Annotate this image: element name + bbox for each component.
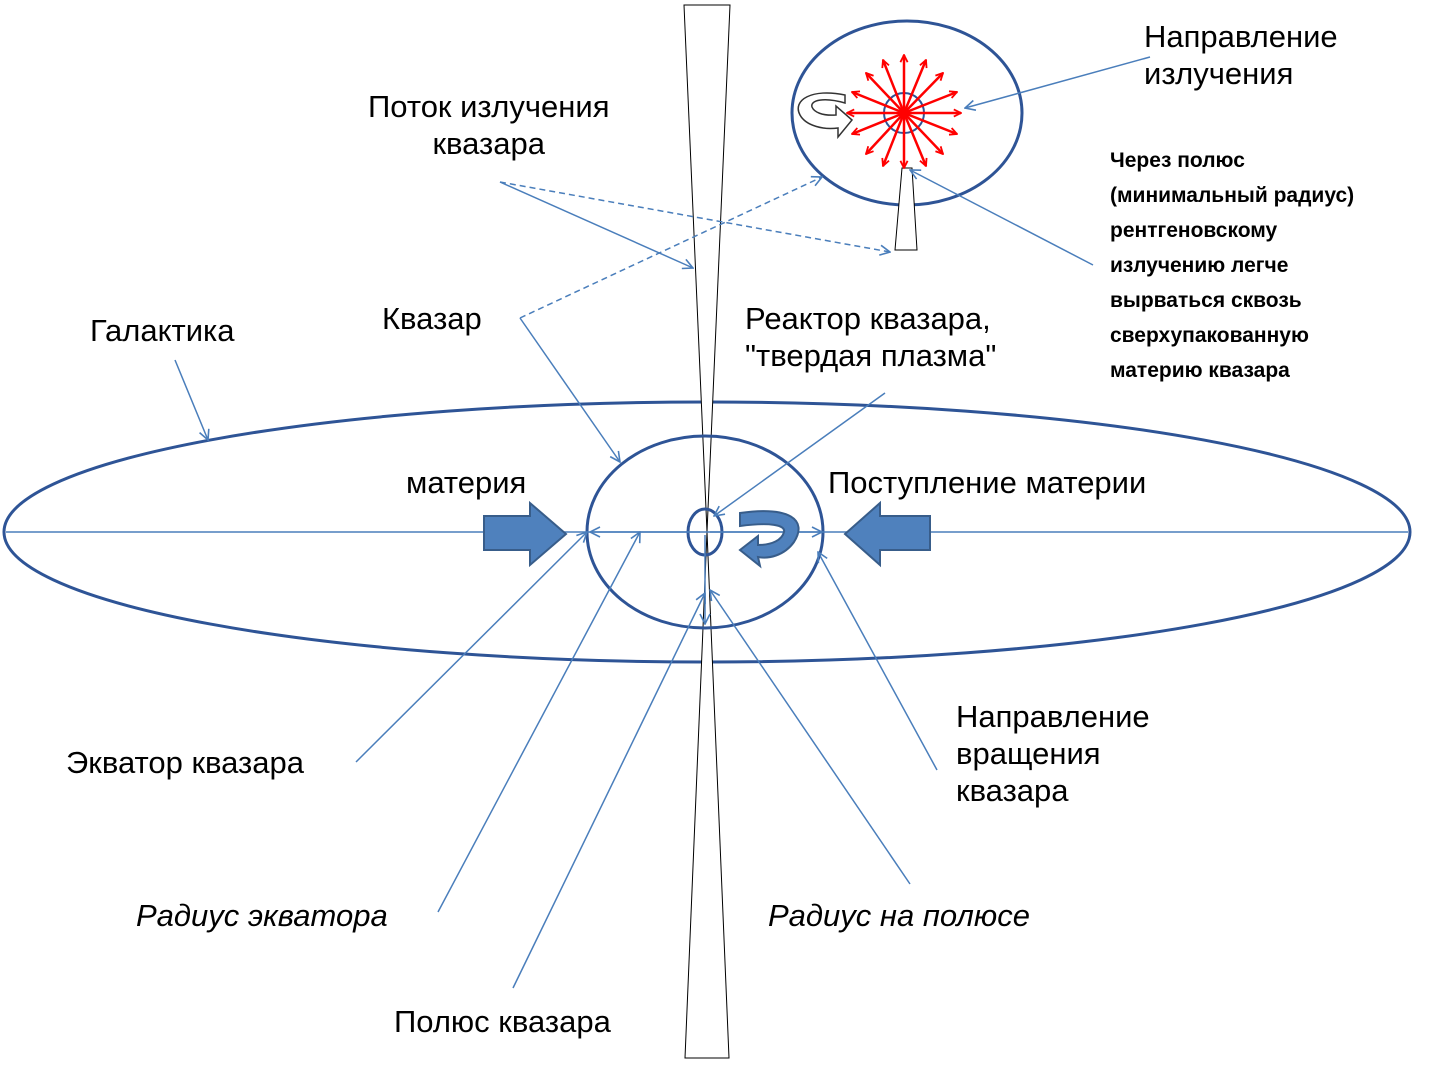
matter-arrow-right xyxy=(843,500,931,568)
leader-quasar xyxy=(519,317,620,462)
radiation-jet-top xyxy=(683,4,731,533)
leader-reactor xyxy=(714,392,886,516)
pole-detail-jet xyxy=(894,167,918,251)
label-equator: Экватор квазара xyxy=(66,745,304,780)
leader-quasar-to-detail xyxy=(519,177,822,319)
label-pole-radius: Радиус на полюсе xyxy=(768,898,1030,933)
label-equator-radius: Радиус экватора xyxy=(136,898,388,933)
label-radiation-flow: Поток излучения квазара xyxy=(368,89,610,162)
leader-flow-to-detail xyxy=(499,181,890,252)
leader-rotation xyxy=(818,552,938,771)
label-matter: материя xyxy=(406,465,527,500)
label-galaxy: Галактика xyxy=(90,313,235,348)
leader-pole-radius xyxy=(710,590,911,885)
label-radiation-direction: Направление излучения xyxy=(1144,19,1338,92)
detail-rotation-icon xyxy=(797,92,854,140)
label-rotation-direction: Направление вращения квазара xyxy=(956,699,1150,809)
leader-radiation-direction xyxy=(965,56,1151,108)
radiation-jet-bottom xyxy=(684,531,730,1059)
label-pole: Полюс квазара xyxy=(394,1004,611,1039)
leader-equator xyxy=(355,532,587,763)
leader-equator-radius xyxy=(437,532,640,913)
label-quasar: Квазар xyxy=(382,301,482,336)
label-matter-inflow: Поступление материи xyxy=(828,465,1147,500)
leader-pole xyxy=(512,593,705,989)
matter-arrow-left xyxy=(483,500,568,568)
leader-pole-note xyxy=(910,170,1094,266)
label-reactor: Реактор квазара, "твердая плазма" xyxy=(745,301,997,374)
leader-galaxy xyxy=(174,359,208,440)
radiation-burst-icon xyxy=(847,55,961,168)
leader-flow-to-jet xyxy=(499,181,693,268)
label-pole-note: Через полюс (минимальный радиус) рентген… xyxy=(1110,149,1355,382)
rotation-arrow xyxy=(738,510,800,569)
